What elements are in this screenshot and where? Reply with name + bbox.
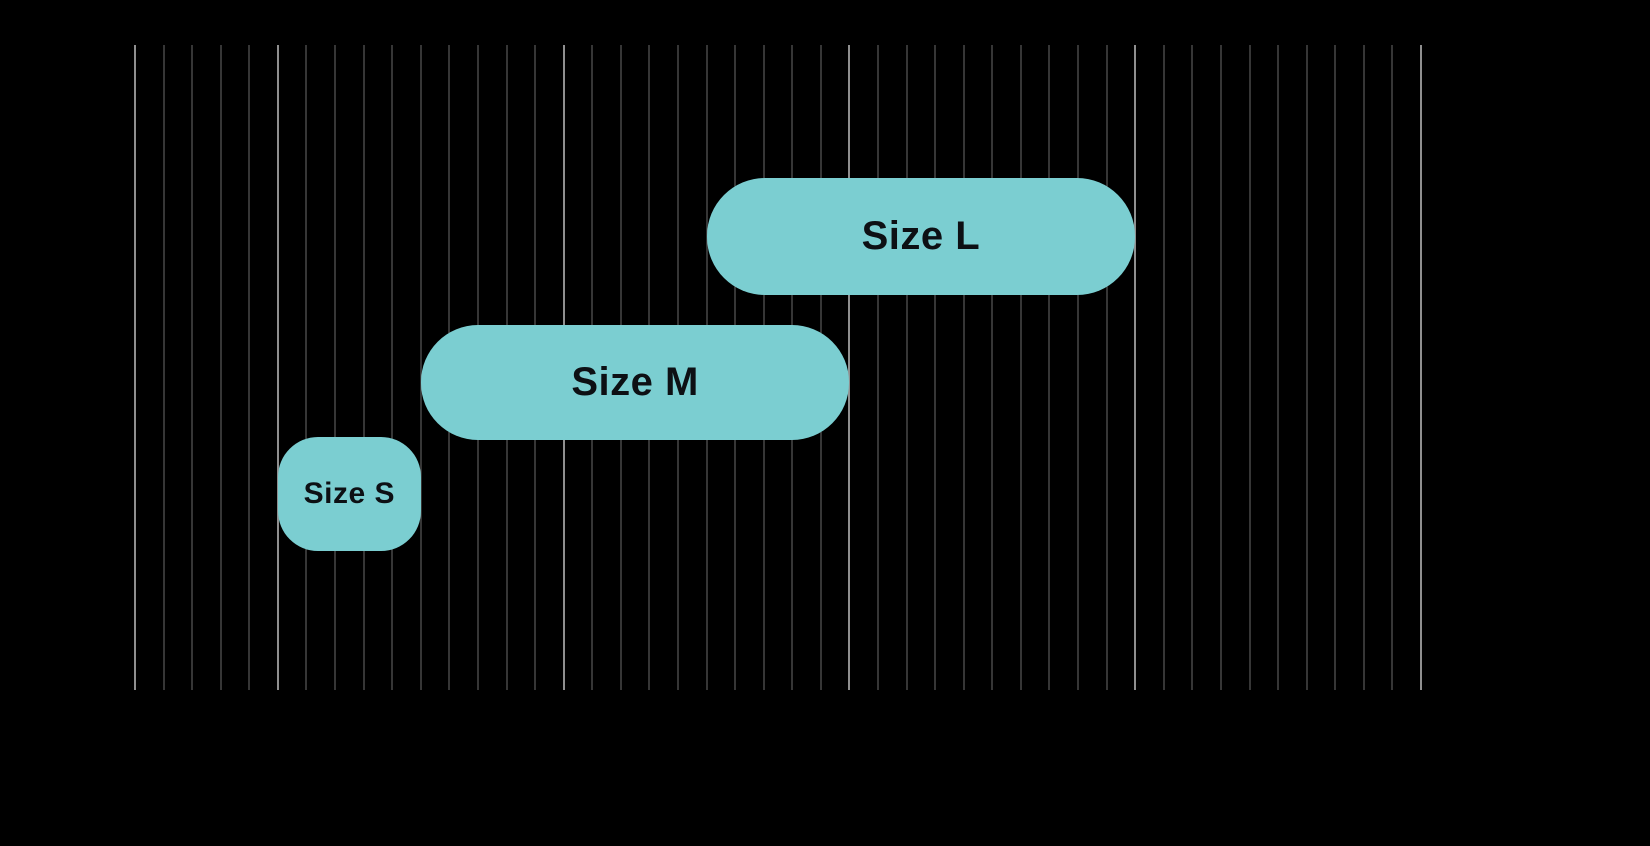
minor-gridline <box>1391 45 1393 690</box>
minor-gridline <box>1306 45 1308 690</box>
minor-gridline <box>1020 45 1022 690</box>
minor-gridline <box>1191 45 1193 690</box>
minor-gridline <box>991 45 993 690</box>
minor-gridline <box>334 45 336 690</box>
minor-gridline <box>420 45 422 690</box>
minor-gridline <box>391 45 393 690</box>
minor-gridline <box>1163 45 1165 690</box>
major-gridline <box>276 45 279 690</box>
minor-gridline <box>906 45 908 690</box>
bar-size-l: Size L <box>706 178 1136 295</box>
minor-gridline <box>1106 45 1108 690</box>
plot-area: Size L Size M Size S <box>134 45 1422 690</box>
minor-gridline <box>877 45 879 690</box>
minor-gridline <box>191 45 193 690</box>
bars-layer: Size L Size M Size S <box>135 45 1421 690</box>
minor-gridline <box>1220 45 1222 690</box>
minor-gridline <box>220 45 222 690</box>
minor-gridline <box>1277 45 1279 690</box>
bar-label: Size L <box>861 214 981 258</box>
minor-gridline <box>1249 45 1251 690</box>
bar-size-s: Size S <box>277 437 421 551</box>
minor-gridline <box>363 45 365 690</box>
minor-gridline <box>1077 45 1079 690</box>
major-gridline <box>848 45 851 690</box>
major-gridline <box>134 45 136 690</box>
minor-gridline <box>963 45 965 690</box>
minor-gridline <box>305 45 307 690</box>
major-gridline <box>1420 45 1422 690</box>
minor-gridline <box>248 45 250 690</box>
minor-gridline <box>1363 45 1365 690</box>
minor-gridline <box>1048 45 1050 690</box>
minor-gridline <box>163 45 165 690</box>
major-gridline <box>1134 45 1137 690</box>
minor-gridline <box>1334 45 1336 690</box>
minor-gridline <box>934 45 936 690</box>
bar-label: Size S <box>303 477 395 510</box>
bar-size-m: Size M <box>420 325 850 440</box>
bar-label: Size M <box>571 360 699 404</box>
